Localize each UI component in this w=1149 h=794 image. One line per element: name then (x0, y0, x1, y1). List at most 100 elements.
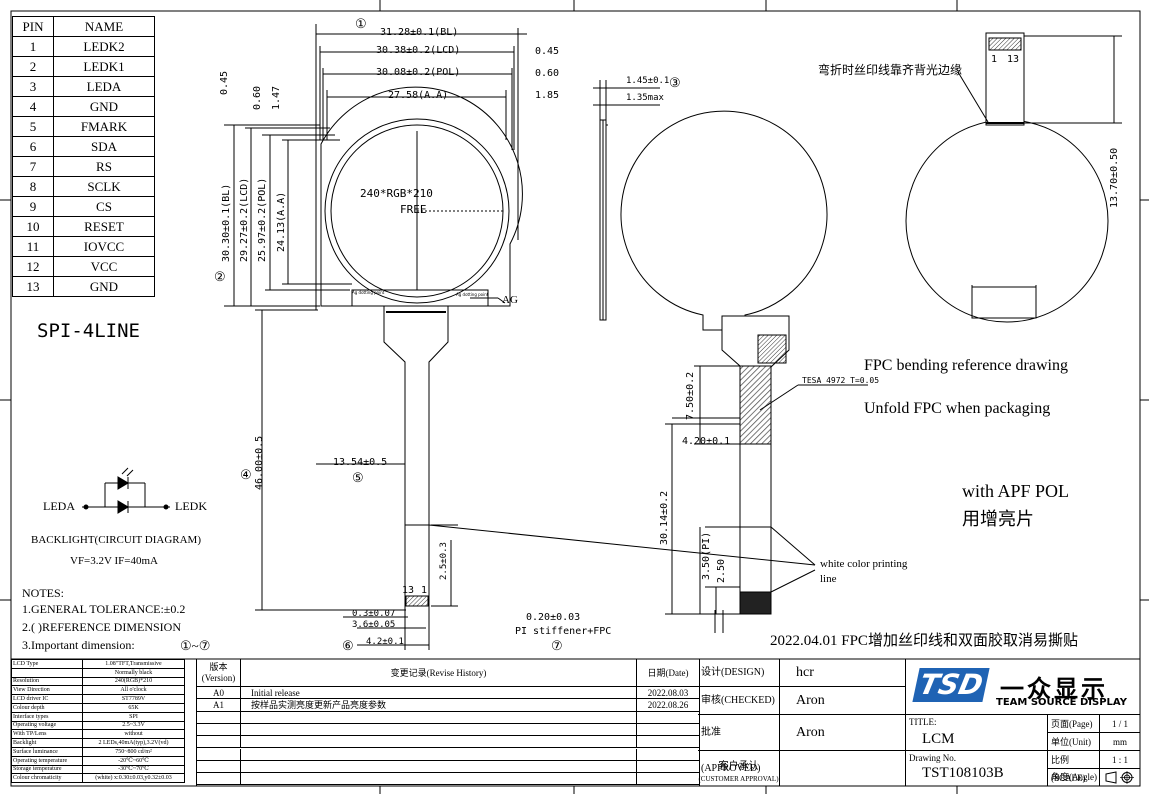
name-header: NAME (53, 16, 155, 37)
backlight-title: BACKLIGHT(CIRCUIT DIAGRAM) (31, 534, 201, 546)
dim-03: 0.3±0.07 (352, 609, 396, 619)
display-resolution: 240*RGB*210 (360, 187, 433, 200)
revision-row (197, 723, 699, 737)
unit-value: mm (1100, 733, 1140, 751)
customer-signature (780, 751, 906, 786)
spec-key: Colour depth (11, 702, 83, 713)
dim-060: 0.60 (535, 68, 560, 79)
back-view (428, 110, 868, 615)
spec-key: Backlight (11, 738, 83, 748)
dim-185: 1.85 (535, 90, 560, 101)
revision-desc (241, 748, 637, 760)
customer-label-en: (CUSTOMER APPROVAL) (698, 775, 779, 783)
pin-number: 11 (12, 236, 54, 257)
marker-2: ② (214, 269, 226, 284)
revision-date: 2022.08.26 (647, 700, 689, 711)
apf-label-2: 用增亮片 (962, 509, 1034, 529)
bend-view (905, 32, 1122, 323)
checked-label: 审核(CHECKED) (698, 687, 780, 715)
dim-pol-height: 25.97±0.2(POL) (257, 177, 268, 262)
page-meta: 页面(Page) 1 / 1 单位(Unit) mm 比例(SCALE) 1 :… (1048, 715, 1140, 786)
spec-value: 2.5~3.3V (82, 720, 185, 731)
pin-name: SDA (53, 136, 155, 157)
history-header: 变更记录(Revise History) (241, 659, 637, 687)
pin-number: 3 (12, 76, 54, 97)
dim-pol-width: 30.08±0.2(POL) (376, 67, 461, 78)
title-cell: TITLE: LCM (906, 715, 1048, 751)
scale-label: 比例(SCALE) (1048, 751, 1100, 783)
revision-version (197, 748, 241, 760)
marker-6: ⑥ (342, 638, 354, 653)
revision-version: A0 (197, 687, 241, 699)
design-label: 设计(DESIGN) (698, 659, 780, 687)
dim-3014: 30.14±0.2 (659, 490, 670, 545)
spec-key: Resolution (11, 676, 83, 687)
dim-left-045: 0.45 (219, 70, 230, 95)
pin-name: LEDA (53, 76, 155, 97)
pin-mark-13: 13 (402, 585, 415, 596)
note-2: 2.( )REFERENCE DIMENSION (22, 620, 181, 634)
dim-aa-width: 27.58(A.A) (388, 90, 449, 101)
spec-key: LCD Type (11, 659, 83, 669)
spec-key: Storage temperature (11, 764, 83, 775)
spec-row: Operating temperature-20℃~60℃ (11, 755, 185, 766)
pin-name: RESET (53, 216, 155, 237)
pin-name: LEDK1 (53, 56, 155, 77)
spec-key: LCD driver IC (11, 694, 83, 704)
display-free: FREE (400, 203, 427, 216)
pin-name: LEDK2 (53, 36, 155, 57)
marker-5: ⑤ (352, 470, 364, 485)
spec-value: -30℃~70℃ (82, 764, 185, 775)
spec-value: SPI (82, 711, 185, 722)
customer-approval: 客户承认 (CUSTOMER APPROVAL) (698, 751, 780, 786)
stiffener-label: PI stiffener+FPC (515, 626, 612, 637)
note-3: 3.Important dimension: (22, 638, 135, 652)
pin-name: RS (53, 156, 155, 177)
fpc-note-2: Unfold FPC when packaging (864, 400, 1051, 417)
approved-value: Aron (780, 715, 906, 751)
spec-key: Interface types (11, 711, 83, 722)
spec-row: Colour chromaticity(white) x:0.30±0.03,y… (11, 773, 185, 784)
projection-icon (1105, 771, 1134, 784)
dim-750: 7.50±0.2 (685, 371, 696, 420)
approved-label: 批准(APPROVED) (698, 715, 780, 774)
dim-left-147: 1.47 (271, 85, 282, 110)
design-value: hcr (780, 659, 906, 687)
dim-250: 2.50 (716, 558, 727, 583)
revision-date (637, 773, 699, 784)
revision-version (197, 736, 241, 748)
page-label: 页面(Page) (1048, 715, 1100, 733)
fpc-note-1: FPC bending reference drawing (864, 357, 1068, 374)
bend-note: 弯折时丝印线靠齐背光边缘 (818, 63, 963, 77)
dim-350: 3.50(PI) (701, 531, 712, 580)
revision-row (197, 748, 699, 761)
title-label: TITLE: (909, 717, 937, 727)
drawing-no-cell: Drawing No. TST108103B (906, 751, 1048, 786)
unit-label: 单位(Unit) (1048, 733, 1100, 751)
projection-symbol (1100, 769, 1140, 786)
marker-3: ③ (669, 75, 681, 90)
pin-number: 4 (12, 96, 54, 117)
company-logo: TSD 一众显示 TEAM SOURCE DISPLAY (906, 659, 1140, 715)
pin-name: VCC (53, 256, 155, 277)
pin-number: 5 (12, 116, 54, 137)
pin-number: 10 (12, 216, 54, 237)
spec-row: Normally black (11, 667, 185, 678)
spec-key: Surface luminance (11, 746, 83, 757)
dim-020: 0.20±0.03 (526, 612, 581, 623)
revision-desc (241, 773, 637, 785)
dim-left-060: 0.60 (252, 85, 263, 110)
notes-title: NOTES: (22, 586, 64, 600)
